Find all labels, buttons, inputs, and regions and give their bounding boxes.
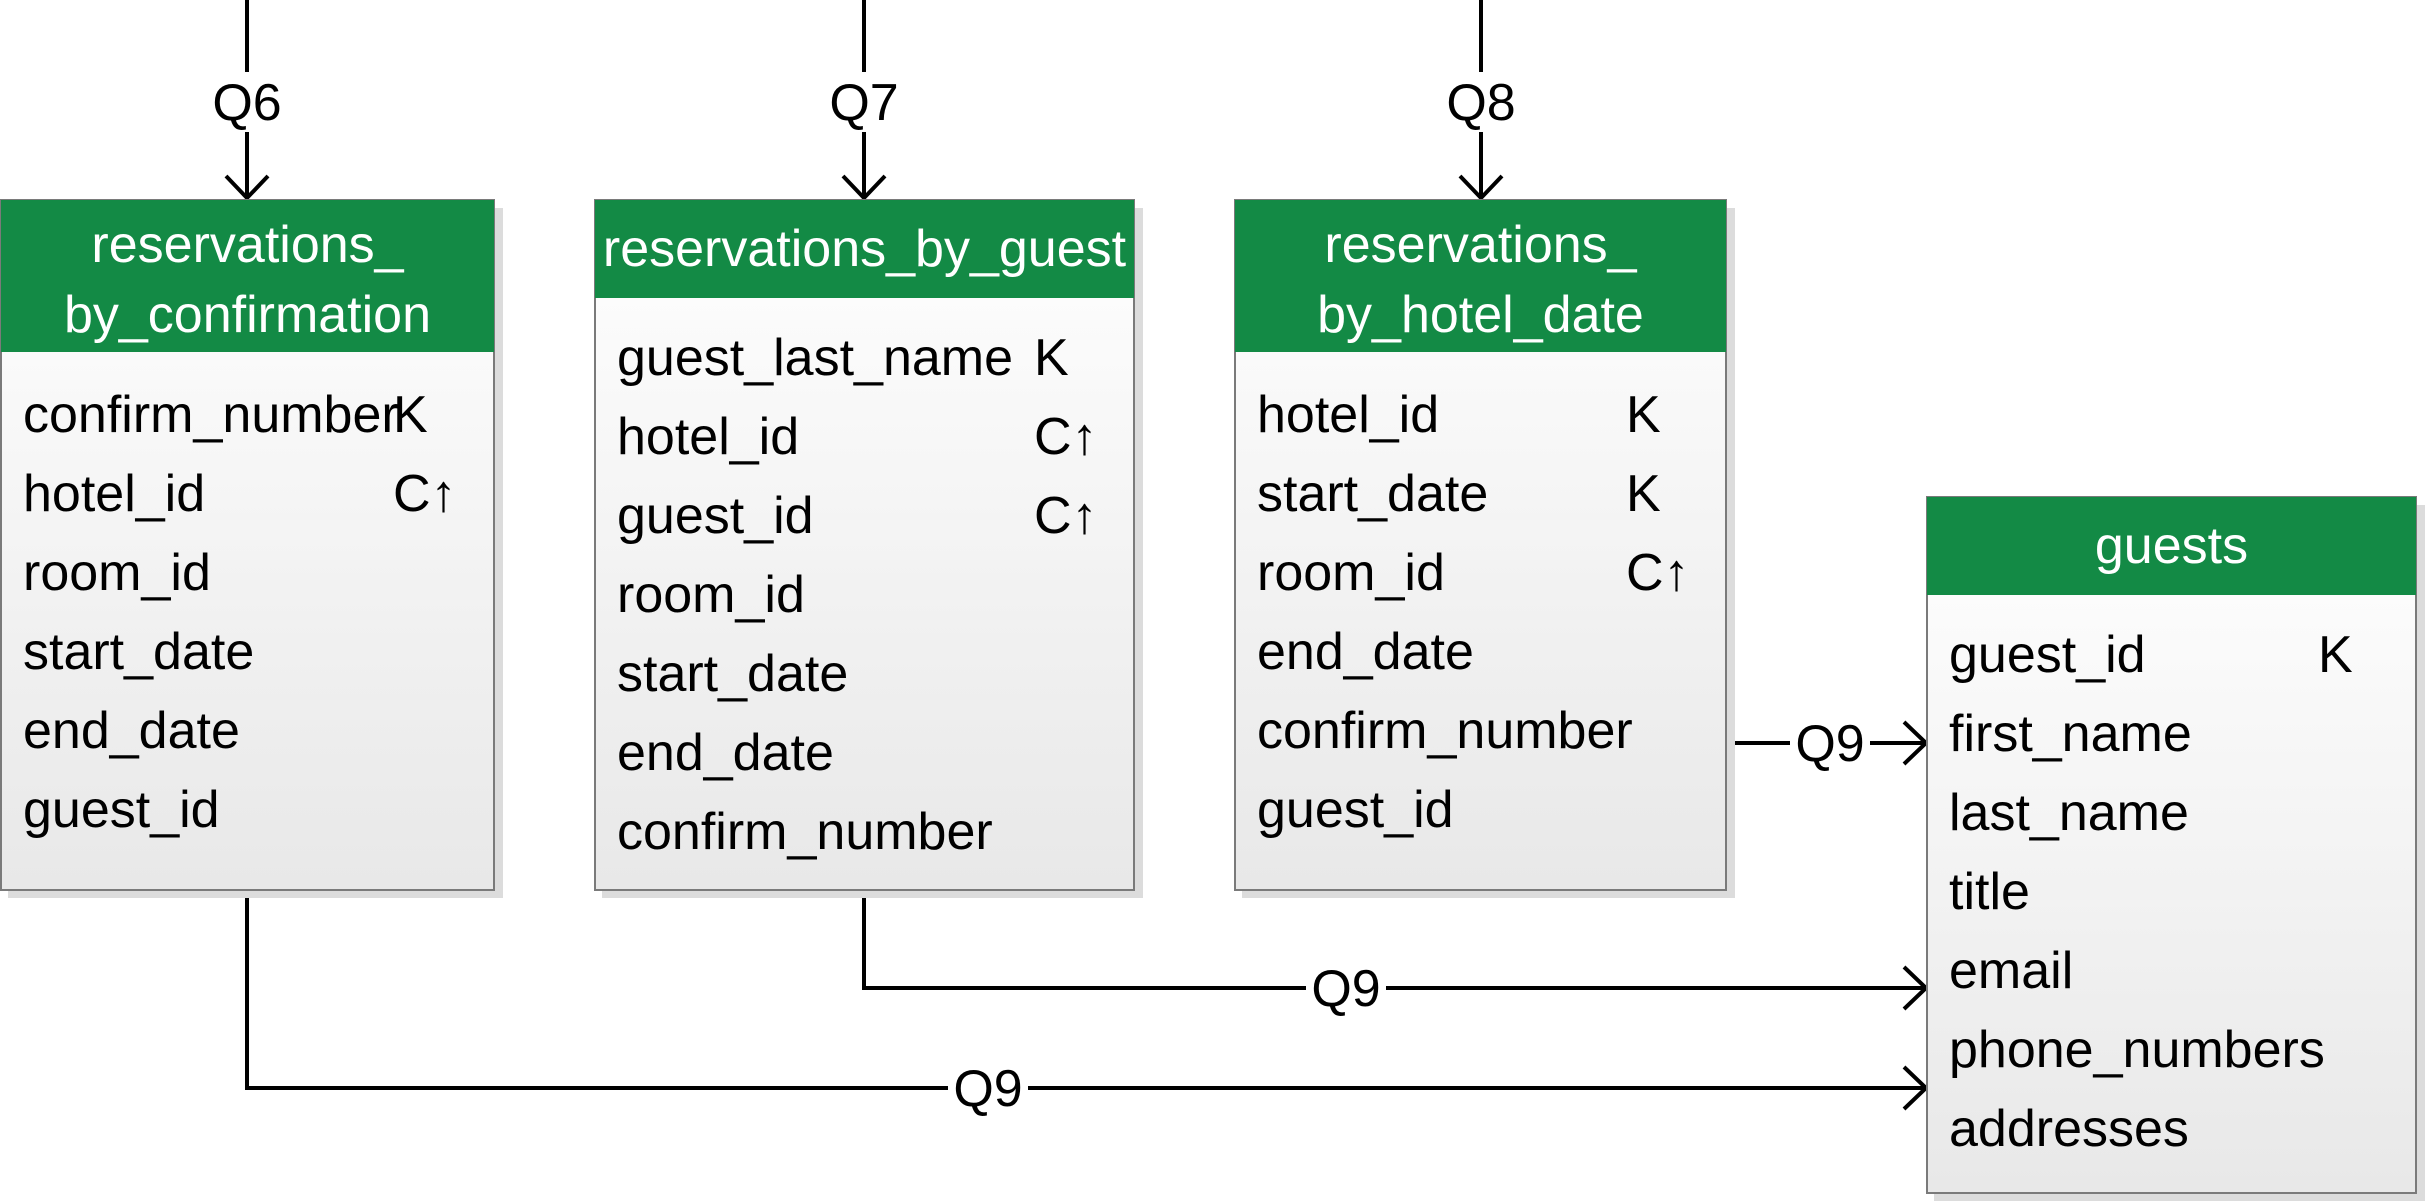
column-name: confirm_number xyxy=(1257,702,1633,760)
column-key: K xyxy=(1034,329,1069,387)
q9-guest-label: Q9 xyxy=(1311,960,1380,1018)
column-name: first_name xyxy=(1949,705,2192,763)
table-body xyxy=(1926,496,2417,1194)
table-title: reservations_by_guest xyxy=(603,220,1127,278)
column-key: C↑ xyxy=(1626,544,1690,602)
column-name: room_id xyxy=(23,544,211,602)
table-header xyxy=(1,200,494,352)
column-key: C↑ xyxy=(1034,408,1098,466)
q7-arrowhead xyxy=(841,174,887,201)
table-body xyxy=(594,199,1135,891)
column-name: hotel_id xyxy=(617,408,799,466)
tables: reservations_ by_confirmation confirm_numb… xyxy=(0,199,2425,1201)
column-name: email xyxy=(1949,942,2073,1000)
table-title-line: reservations_ xyxy=(91,216,404,274)
column-name: guest_id xyxy=(1257,781,1454,839)
column-name: end_date xyxy=(23,702,240,760)
column-name: hotel_id xyxy=(23,465,205,523)
column-name: phone_numbers xyxy=(1949,1021,2325,1079)
q8-arrowhead xyxy=(1458,174,1504,201)
column-name: hotel_id xyxy=(1257,386,1439,444)
table-title-line: by_confirmation xyxy=(64,286,431,344)
table-title-line: reservations_ xyxy=(1324,216,1637,274)
column-name: end_date xyxy=(1257,623,1474,681)
table-title-line: by_hotel_date xyxy=(1317,286,1644,344)
q9-confirmation-connector xyxy=(245,890,1926,1090)
q8-label: Q8 xyxy=(1446,74,1515,132)
column-name: guest_id xyxy=(23,781,220,839)
column-name: start_date xyxy=(617,645,848,703)
column-name: last_name xyxy=(1949,784,2189,842)
column-name: guest_id xyxy=(617,487,814,545)
column-key: K xyxy=(1626,386,1661,444)
column-key: C↑ xyxy=(393,465,457,523)
column-key: K xyxy=(2318,626,2353,684)
q9-guest-connector xyxy=(862,890,1926,990)
table-header xyxy=(595,200,1134,298)
column-name: title xyxy=(1949,863,2030,921)
column-name: confirm_number xyxy=(23,386,399,444)
table-title: guests xyxy=(2095,517,2248,575)
column-name: guest_id xyxy=(1949,626,2146,684)
column-key: C↑ xyxy=(1034,487,1098,545)
table-reservations-by-guest: reservations_by_guest guest_last_name Khot… xyxy=(594,199,1143,898)
q6-arrowhead xyxy=(224,174,270,201)
column-key: K xyxy=(1626,465,1661,523)
column-name: guest_last_name xyxy=(617,329,1013,387)
column-name: confirm_number xyxy=(617,803,993,861)
column-name: start_date xyxy=(23,623,254,681)
query-labels: Q6 Q7 Q8 Q9 Q9 Q9 xyxy=(212,74,1864,1118)
q9-confirmation-label: Q9 xyxy=(953,1060,1022,1118)
column-name: addresses xyxy=(1949,1100,2189,1158)
column-key: K xyxy=(393,386,428,444)
table-header xyxy=(1235,200,1726,352)
column-name: room_id xyxy=(617,566,805,624)
connectors xyxy=(205,0,1929,1118)
column-name: end_date xyxy=(617,724,834,782)
table-reservations-by-confirmation: reservations_ by_confirmation confirm_numb… xyxy=(0,199,503,898)
column-name: start_date xyxy=(1257,465,1488,523)
table-header xyxy=(1927,497,2416,595)
q6-label: Q6 xyxy=(212,74,281,132)
column-name: room_id xyxy=(1257,544,1445,602)
q9-hotel-date-label: Q9 xyxy=(1795,715,1864,773)
q7-label: Q7 xyxy=(829,74,898,132)
